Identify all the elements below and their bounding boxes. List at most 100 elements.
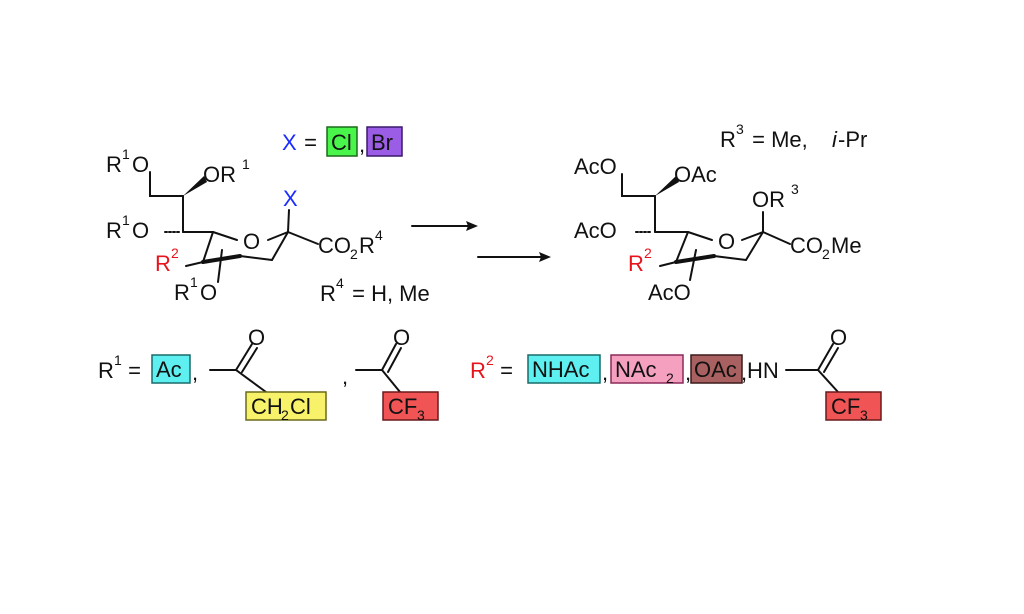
r-wedge-oac <box>655 176 679 196</box>
nhac-label: NHAc <box>532 357 589 382</box>
ac-box <box>151 354 191 384</box>
nac2-box <box>610 354 684 384</box>
chloroacetyl-o: O <box>248 325 265 350</box>
r1-definition: R 1 = Ac , O CH 2 Cl , O CF 3 <box>98 325 439 423</box>
r1o-top-o: O <box>132 152 149 177</box>
r2-def-sup: 2 <box>486 352 494 368</box>
cl-label: Cl <box>331 130 352 155</box>
r-bond-c3-c4 <box>713 255 747 261</box>
x-substituent: X <box>283 186 298 211</box>
ac-label: Ac <box>156 357 182 382</box>
trifluoroacetyl-co-2 <box>387 347 402 373</box>
ch2cl-cl: Cl <box>290 394 311 419</box>
aco-mid: AcO <box>574 218 617 243</box>
r2-def-equals: = <box>494 358 519 383</box>
r2-def-label: R <box>470 358 486 383</box>
r1-equals: = <box>122 358 147 383</box>
r2-comma-2: , <box>685 360 691 385</box>
nac2-sub: 2 <box>666 370 674 386</box>
bond-c2-c3 <box>271 231 289 261</box>
arrow-1-head <box>466 221 478 231</box>
cf3-2-sub: 3 <box>860 407 868 423</box>
oac-top: OAc <box>674 162 717 187</box>
ring-oxygen-left: O <box>243 229 260 254</box>
or3-label: OR <box>752 187 785 212</box>
r4-label: R <box>320 281 336 306</box>
r3-sup: 3 <box>736 121 744 137</box>
r2-right: R <box>628 251 644 276</box>
r2-left: R <box>155 251 171 276</box>
trifluoroacetyl-bonds <box>355 369 401 393</box>
r1o-bot-r: R <box>174 280 190 305</box>
r-bond-c2-co2 <box>762 231 791 245</box>
co2me-sub: 2 <box>822 246 830 262</box>
r1o-mid-r: R <box>106 218 122 243</box>
or1-label: OR <box>203 162 236 187</box>
co2r4-co: CO <box>318 233 351 258</box>
r2-right-sup: 2 <box>644 245 652 261</box>
hn-label: HN <box>747 358 779 383</box>
trifluoroacetyl-o: O <box>393 325 410 350</box>
r-bond-c2-c3 <box>745 231 764 261</box>
arrow-2-head <box>539 252 551 262</box>
ipr-italic: i <box>832 127 838 152</box>
aco-top: AcO <box>574 154 617 179</box>
cf3-box-2 <box>825 391 882 421</box>
r-bond-c9 <box>621 173 656 197</box>
cf3-box-1 <box>382 391 439 421</box>
nac2-label: NAc <box>615 357 657 382</box>
r1o-mid-sup: 1 <box>122 212 130 228</box>
co2r4-sub: 2 <box>350 246 358 262</box>
r1o-mid-o: O <box>132 218 149 243</box>
bond-oring-c2 <box>267 231 289 241</box>
co2me-me: Me <box>831 233 862 258</box>
tfa-co-2 <box>823 347 839 373</box>
r-bond-oring-c2 <box>741 231 764 241</box>
ch2cl-ch: CH <box>251 394 283 419</box>
br-box <box>366 126 403 157</box>
r-bond-c6-oring <box>687 231 713 241</box>
wedge-or1 <box>183 176 207 196</box>
r1o-bot-o: O <box>200 280 217 305</box>
co2r4-r: R <box>359 233 375 258</box>
or1-sup: 1 <box>242 156 250 172</box>
r1-comma-1: , <box>192 360 198 385</box>
bond-c2-co2 <box>287 231 319 245</box>
r1o-bot-sup: 1 <box>190 274 198 290</box>
r3-label: R <box>720 127 736 152</box>
ipr-rest: -Pr <box>838 127 867 152</box>
bond-c9 <box>149 171 184 197</box>
chloroacetyl-bonds <box>209 369 267 393</box>
nhac-box <box>527 354 601 384</box>
ch2cl-sub: 2 <box>281 407 289 423</box>
r1-label: R <box>98 358 114 383</box>
br-label: Br <box>371 130 393 155</box>
reaction-arrows <box>411 221 551 262</box>
ring-oxygen-right: O <box>718 229 735 254</box>
r3-definition: R 3 = Me, i -Pr <box>720 121 867 152</box>
r4-values: = H, Me <box>346 281 430 306</box>
chloroacetyl-co-1 <box>235 343 253 371</box>
trifluoroacetyl-co-1 <box>381 343 397 371</box>
r2-left-sup: 2 <box>171 245 179 261</box>
x-equals: = <box>298 130 323 155</box>
r4-sup: 4 <box>336 275 344 291</box>
cf3-2-cf: CF <box>831 394 860 419</box>
r2-definition: R 2 = NHAc , NAc 2 , OAc , HN O CF 3 <box>470 325 882 423</box>
aco-bot: AcO <box>648 280 691 305</box>
bond-c5-r2 <box>185 261 204 267</box>
bond-c2-x <box>287 209 290 233</box>
r4-definition: R 4 = H, Me <box>320 275 430 306</box>
r3-values: = Me, <box>746 127 814 152</box>
tfa-bonds <box>785 369 839 393</box>
oac-label: OAc <box>694 357 737 382</box>
tfa-o: O <box>830 325 847 350</box>
co2me-co: CO <box>790 233 823 258</box>
bond-c6-c5 <box>202 231 214 263</box>
or3-sup: 3 <box>791 181 799 197</box>
r2-comma-3: , <box>741 360 747 385</box>
r2-comma-1: , <box>602 360 608 385</box>
tfa-co-1 <box>817 343 834 371</box>
oac-box <box>690 354 743 384</box>
